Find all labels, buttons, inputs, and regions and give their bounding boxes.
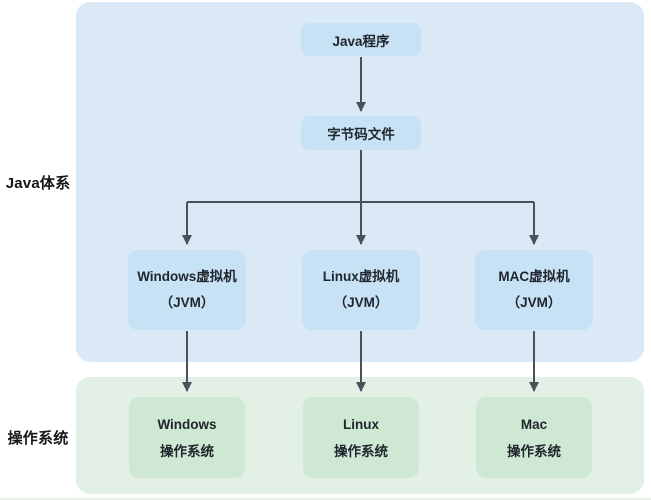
- node-windows-jvm: Windows虚拟机 （JVM）: [128, 250, 246, 330]
- node-label-line2: （JVM）: [506, 295, 562, 310]
- node-linux-os: Linux 操作系统: [303, 397, 419, 478]
- node-label-line1: Windows虚拟机: [137, 269, 237, 284]
- node-windows-os: Windows 操作系统: [129, 397, 245, 478]
- node-label-line2: （JVM）: [333, 295, 389, 310]
- node-bytecode-file: 字节码文件: [301, 116, 421, 150]
- node-label: Java程序: [332, 33, 390, 49]
- node-label: 字节码文件: [327, 127, 395, 142]
- node-label-line2: （JVM）: [159, 295, 215, 310]
- node-label-line2: 操作系统: [334, 443, 388, 459]
- node-linux-jvm: Linux虚拟机 （JVM）: [302, 250, 420, 330]
- node-label-line2: 操作系统: [507, 443, 561, 459]
- node-label-line1: MAC虚拟机: [498, 269, 570, 284]
- node-java-program: Java程序: [301, 23, 421, 56]
- java-section-label: Java体系: [5, 175, 71, 192]
- node-label-line1: Windows: [157, 416, 217, 432]
- node-mac-jvm: MAC虚拟机 （JVM）: [475, 250, 593, 330]
- bottom-edge-line: [0, 498, 651, 500]
- node-label-line1: Linux虚拟机: [322, 269, 400, 284]
- node-mac-os: Mac 操作系统: [476, 397, 592, 478]
- node-label-line1: Linux: [343, 416, 379, 432]
- node-label-line1: Mac: [520, 416, 548, 432]
- node-label-line2: 操作系统: [160, 443, 214, 459]
- os-section-label: 操作系统: [7, 430, 69, 447]
